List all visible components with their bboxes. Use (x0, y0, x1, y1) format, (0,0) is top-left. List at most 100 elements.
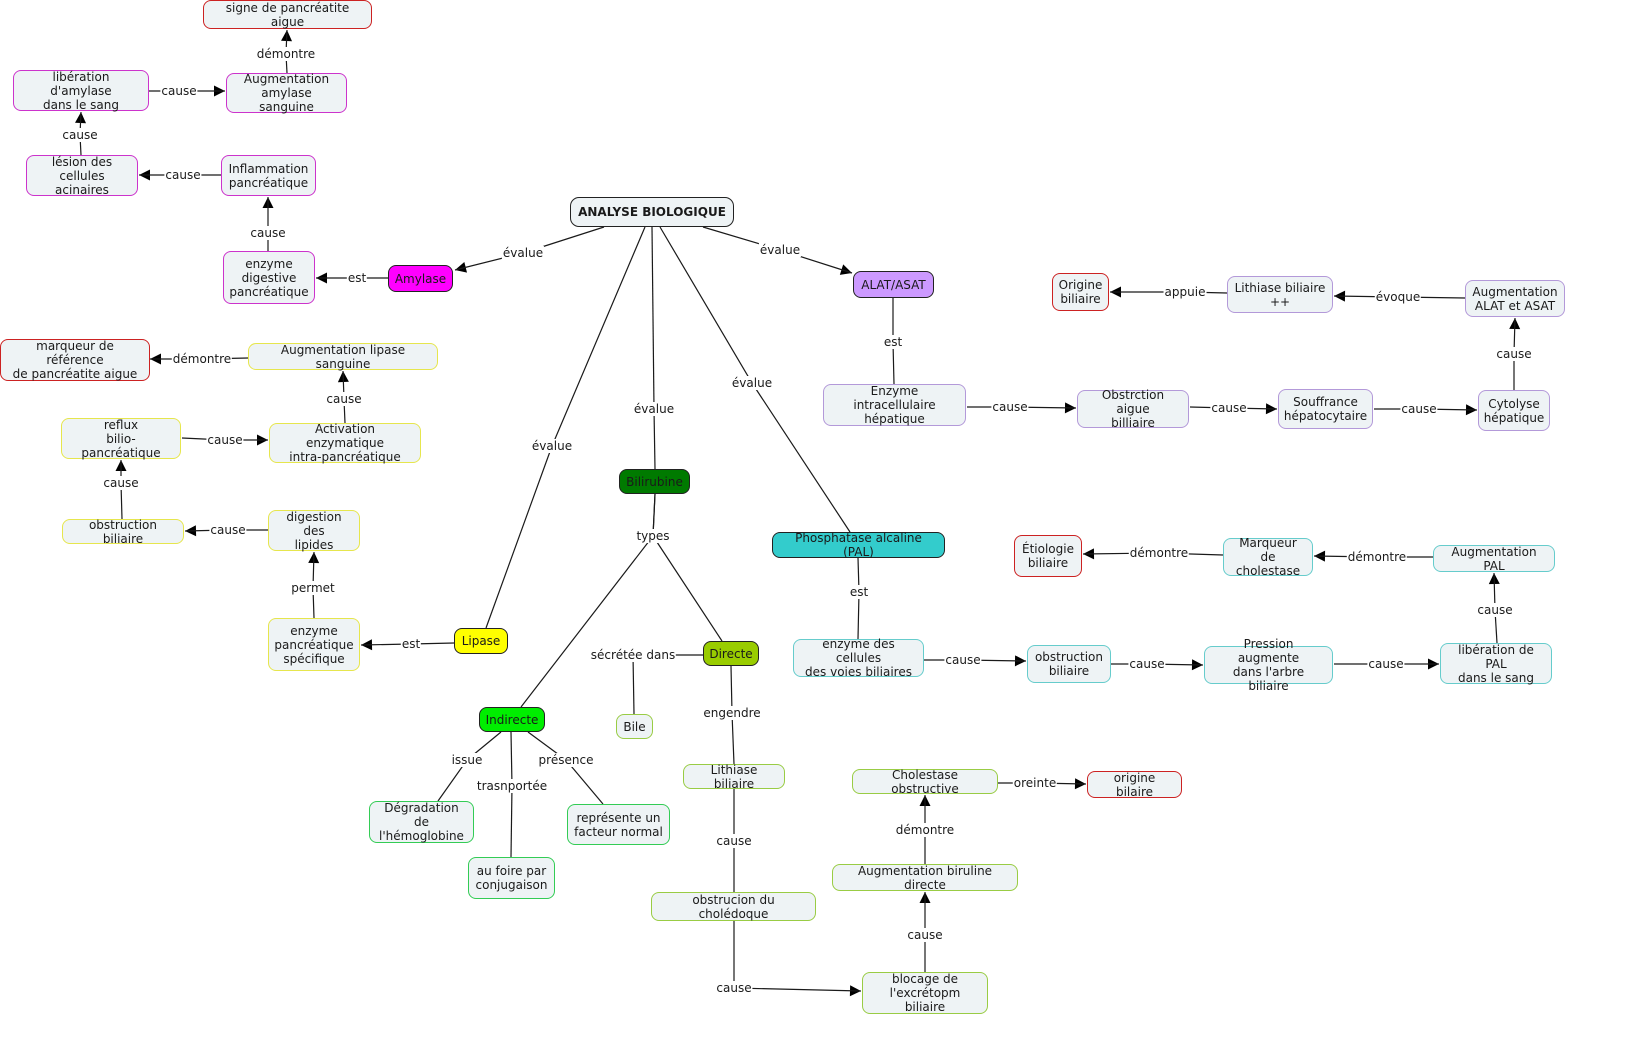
link-obstrucion-chol-to-blocage-label: cause (715, 981, 753, 995)
link-aug-amylase-to-signe-pa-label: démontre (255, 47, 317, 61)
concept-node-aug-alat[interactable]: Augmentation ALAT et ASAT (1465, 280, 1565, 317)
link-obstruction-bil-r-to-pression-label: cause (1128, 657, 1166, 671)
link-root-to-lipase-line-out (485, 445, 553, 629)
link-root-to-pal-line-out (751, 382, 851, 533)
link-bilirubine-to-directe-line-out (652, 535, 723, 642)
link-lipase-to-enzyme-specifique-label: est (400, 637, 422, 651)
concept-node-obstruction-bil-l[interactable]: obstruction biliaire (62, 518, 184, 546)
link-aug-bili-to-cholestase-obs-label: démontre (894, 823, 956, 837)
concept-node-lithiase-pp[interactable]: Lithiase biliaire ++ (1227, 276, 1333, 313)
concept-node-obstrction-aigue[interactable]: Obstrction aigue billiaire (1077, 388, 1189, 430)
concept-node-lipase[interactable]: Lipase (454, 628, 508, 654)
link-pression-to-liberation-pal-label: cause (1367, 657, 1405, 671)
link-directe-to-lithiase-d-label: engendre (702, 706, 762, 720)
link-amylase-to-enzyme-digestive-label: est (346, 271, 368, 285)
link-root-to-bilirubine-label: évalue (632, 402, 676, 416)
link-cholestase-obs-to-origine-bilaire-label: oreinte (1012, 776, 1058, 790)
link-pal-to-enzyme-voies-label: est (848, 585, 870, 599)
concept-node-marqueur-ref[interactable]: marqueur de référence de pancréatite aig… (0, 339, 150, 381)
concept-node-bilirubine[interactable]: Bilirubine (619, 469, 690, 494)
concept-node-signe-pa[interactable]: signe de pancréatite aigue (203, 0, 372, 29)
concept-node-inflammation[interactable]: Inflammation pancréatique (221, 155, 316, 196)
link-aug-lipase-to-marqueur-ref-label: démontre (171, 352, 233, 366)
concept-node-pression[interactable]: Pression augmente dans l'arbre biliaire (1204, 637, 1333, 693)
link-indirecte-to-foie-line-out (510, 785, 513, 858)
link-marqueur-chol-to-etiologie-label: démontre (1128, 546, 1190, 560)
link-root-to-lipase-line-in (551, 226, 646, 447)
concept-node-enzyme-intra[interactable]: Enzyme intracellulaire hépatique (823, 384, 966, 426)
link-bilirubine-to-indirecte-label: types (635, 529, 671, 543)
link-obstruction-bil-l-to-reflux-label: cause (102, 476, 140, 490)
link-liberation-amylase-to-aug-amylase-label: cause (160, 84, 198, 98)
concept-node-indirecte[interactable]: Indirecte (479, 707, 545, 732)
link-enzyme-digestive-to-inflammation-label: cause (249, 226, 287, 240)
concept-node-etiologie[interactable]: Étiologie biliaire (1014, 535, 1082, 577)
link-enzyme-intra-to-obstrction-aigue-label: cause (991, 400, 1029, 414)
concept-node-cytolyse[interactable]: Cytolyse hépatique (1478, 390, 1550, 431)
concept-node-obstrucion-chol[interactable]: obstrucion du cholédoque (651, 892, 816, 921)
concept-node-marqueur-chol[interactable]: Marqueur de cholestase (1223, 536, 1313, 578)
concept-node-enzyme-specifique[interactable]: enzyme pancréatique spécifique (268, 618, 360, 671)
link-bilirubine-to-indirecte-line-out (520, 535, 654, 708)
link-blocage-to-aug-bili-label: cause (906, 928, 944, 942)
concept-node-origine-bilaire[interactable]: origine bilaire (1087, 771, 1182, 799)
link-cytolyse-to-aug-alat-label: cause (1495, 347, 1533, 361)
link-reflux-to-activation-label: cause (206, 433, 244, 447)
link-aug-alat-to-lithiase-pp-label: évoque (1374, 290, 1422, 304)
concept-node-blocage[interactable]: blocage de l'excrétopm biliaire (862, 972, 988, 1014)
link-inflammation-to-lesion-label: cause (164, 168, 202, 182)
concept-node-aug-lipase[interactable]: Augmentation lipase sanguine (248, 343, 438, 371)
concept-node-liberation-amylase[interactable]: libération d'amylase dans le sang (13, 70, 149, 112)
link-aug-pal-to-marqueur-chol-label: démontre (1346, 550, 1408, 564)
concept-node-lithiase-d[interactable]: Lithiase biliaire (683, 763, 785, 791)
concept-node-foie[interactable]: au foire par conjugaison (468, 857, 555, 899)
link-root-to-pal-line-in (659, 226, 753, 384)
link-root-to-pal-label: évalue (730, 376, 774, 390)
link-lesion-to-liberation-amylase-label: cause (61, 128, 99, 142)
concept-node-aug-bili[interactable]: Augmentation biruline directe (832, 864, 1018, 892)
concept-node-lesion[interactable]: lésion des cellules acinaires (26, 155, 138, 197)
link-activation-to-aug-lipase-label: cause (325, 392, 363, 406)
link-root-to-amylase-arrow-icon (455, 261, 468, 273)
link-obstrction-aigue-to-souffrance-label: cause (1210, 401, 1248, 415)
concept-node-liberation-pal[interactable]: libération de PAL dans le sang (1440, 643, 1552, 685)
link-obstrucion-chol-to-blocage-line-out (733, 987, 862, 992)
concept-node-reflux[interactable]: reflux bilio-pancréatique (61, 418, 181, 460)
concept-node-enzyme-voies[interactable]: enzyme des cellules des voies biliaires (793, 637, 924, 679)
concept-node-aug-pal[interactable]: Augmentation PAL (1433, 545, 1555, 573)
link-root-to-bilirubine-line-out (653, 408, 656, 470)
concept-node-root[interactable]: ANALYSE BIOLOGIQUE (570, 197, 734, 227)
concept-node-alat[interactable]: ALAT/ASAT (853, 271, 934, 298)
link-directe-to-bile-label: sécrétée dans (589, 648, 677, 662)
link-root-to-bilirubine-line-in (651, 226, 655, 410)
link-enzyme-voies-to-obstruction-bil-r-label: cause (944, 653, 982, 667)
link-indirecte-to-facteur-normal-label: présence (537, 753, 595, 767)
concept-node-degradation[interactable]: Dégradation de l'hémoglobine (369, 801, 474, 843)
link-indirecte-to-foie-label: trasnportée (475, 779, 549, 793)
concept-node-enzyme-digestive[interactable]: enzyme digestive pancréatique (223, 251, 315, 304)
link-directe-to-bile-line-out (632, 654, 635, 715)
concept-node-digestion[interactable]: digestion des lipides (268, 510, 360, 552)
link-lithiase-pp-to-origine-biliaire-label: appuie (1163, 285, 1207, 299)
concept-node-origine-biliaire[interactable]: Origine biliaire (1052, 273, 1109, 311)
link-indirecte-to-facteur-normal-line-out (565, 759, 604, 805)
link-root-to-lipase-label: évalue (530, 439, 574, 453)
link-alat-to-enzyme-intra-label: est (882, 335, 904, 349)
link-enzyme-specifique-to-digestion-label: permet (290, 581, 336, 595)
concept-node-pal[interactable]: Phosphatase alcaline (PAL) (772, 531, 945, 559)
concept-node-cholestase-obs[interactable]: Cholestase obstructive (852, 768, 998, 796)
concept-node-amylase[interactable]: Amylase (388, 265, 453, 292)
link-liberation-pal-to-aug-pal-label: cause (1476, 603, 1514, 617)
link-alat-to-enzyme-intra-line-out (892, 341, 895, 385)
concept-node-souffrance[interactable]: Souffrance hépatocytaire (1278, 389, 1373, 429)
link-root-to-alat-label: évalue (758, 243, 802, 257)
concept-node-directe[interactable]: Directe (703, 641, 759, 666)
concept-node-obstruction-bil-r[interactable]: obstruction biliaire (1027, 645, 1111, 683)
concept-node-bile[interactable]: Bile (616, 714, 653, 739)
concept-node-facteur-normal[interactable]: représente un facteur normal (567, 804, 670, 845)
link-indirecte-to-foie-line-in (510, 731, 513, 787)
concept-node-aug-amylase[interactable]: Augmentation amylase sanguine (226, 72, 347, 114)
concept-node-activation[interactable]: Activation enzymatique intra-pancréatiqu… (269, 422, 421, 464)
link-directe-to-lithiase-d-line-in (730, 665, 733, 714)
